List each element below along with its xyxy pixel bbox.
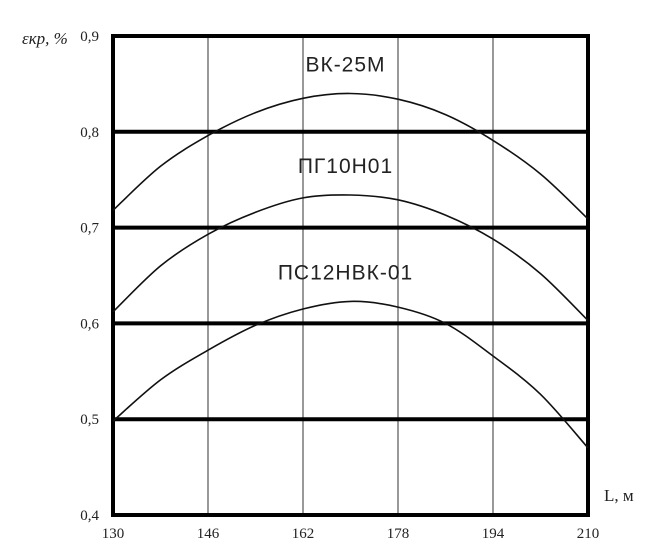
vertical-grid [207, 36, 494, 515]
curves [112, 92, 589, 449]
curve-series-1 [112, 194, 589, 322]
x-axis-label: L, м [604, 486, 634, 505]
y-tick-labels: 0,4 0,5 0,6 0,7 0,8 0,9 [80, 29, 99, 524]
curve-label-1: ПГ10Н01 [298, 155, 393, 178]
horizontal-grid [113, 129, 588, 422]
y-tick-0: 0,4 [80, 508, 99, 524]
curve-label-2: ПС12НВК-01 [278, 261, 413, 284]
x-tick-146: 146 [197, 526, 220, 542]
x-tick-162: 162 [292, 526, 315, 542]
x-tick-178: 178 [387, 526, 410, 542]
y-tick-4: 0,8 [80, 125, 99, 141]
y-tick-3: 0,7 [80, 221, 99, 237]
y-axis-label: εкр, % [22, 29, 68, 48]
x-tick-130: 130 [102, 526, 125, 542]
y-tick-5: 0,9 [80, 29, 99, 45]
x-tick-210: 210 [577, 526, 600, 542]
plot-frame [111, 34, 590, 517]
x-tick-labels: 130 146 162 178 194 210 [102, 526, 600, 542]
curve-series-0 [112, 92, 589, 220]
y-tick-2: 0,6 [80, 316, 99, 332]
x-tick-194: 194 [482, 526, 505, 542]
curve-series-2 [112, 300, 589, 449]
curve-label-0: ВК-25М [305, 53, 385, 76]
y-tick-1: 0,5 [80, 412, 99, 428]
